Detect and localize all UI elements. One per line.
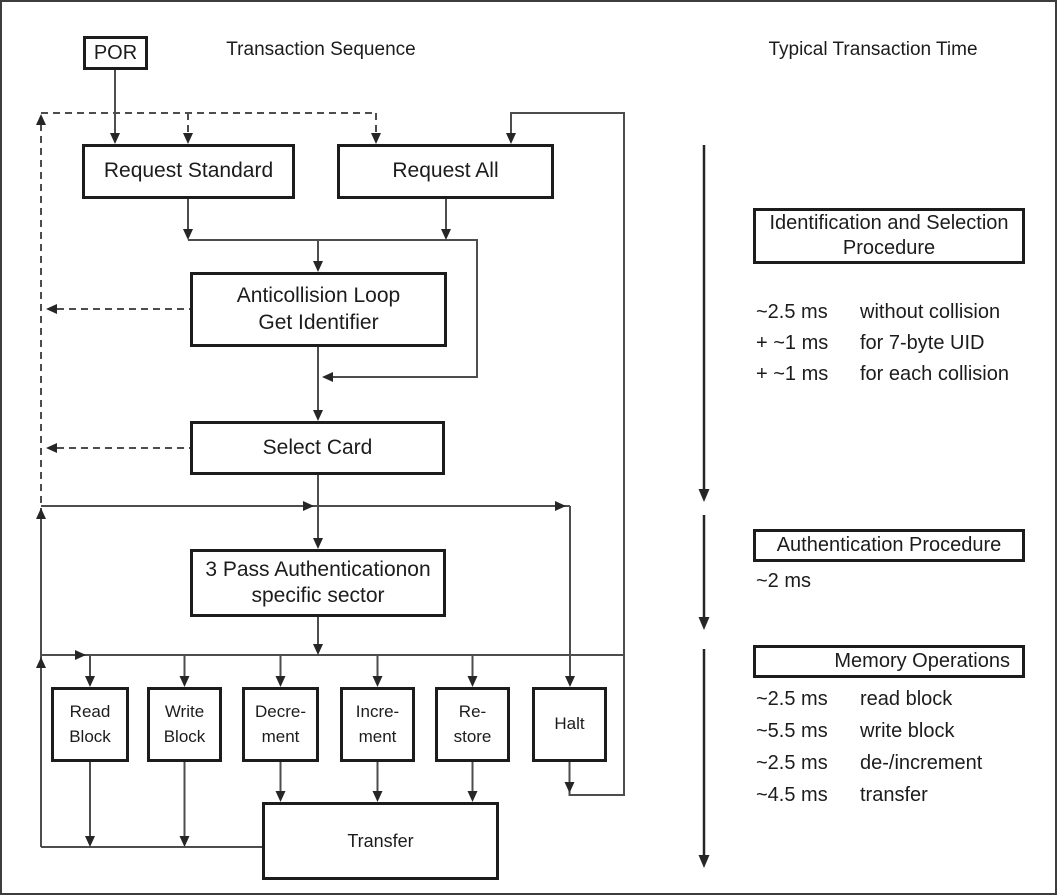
timing-authentication-title: Authentication Procedure [776,534,1002,556]
timing-identification-title-line1: Identification and Selection [769,212,1009,234]
arrowheads [36,114,710,868]
timing-label: for 7-byte UID [860,332,985,354]
node-increment-label-line2: ment [358,726,397,746]
node-decrement-label-line1: Decre- [254,701,306,721]
node-read-block-label-line1: Read [69,701,111,721]
node-request-all-label: Request All [392,159,499,183]
timing-row: + ~1 ms for each collision [756,363,1046,386]
node-read-block-label-line2: Block [69,726,111,746]
node-write-block-label-line2: Block [163,726,206,746]
node-read-block: Read Block [51,687,129,762]
dashed-connectors [40,112,377,505]
timing-row: ~4.5 ms transfer [756,784,1046,807]
node-request-standard-label: Request Standard [103,159,274,183]
timing-label: write block [860,720,955,742]
timing-value: ~2 ms [756,570,812,592]
node-increment: Incre- ment [340,687,415,762]
timing-identification-box: Identification and Selection Procedure [753,208,1025,264]
timing-value: ~5.5 ms [756,720,828,742]
timing-value: ~2.5 ms [756,301,828,323]
timing-label: de-/increment [860,752,983,774]
node-select-card-label: Select Card [262,435,373,459]
node-write-block-label-line1: Write [164,701,205,721]
timing-authentication-box: Authentication Procedure [753,529,1025,562]
node-anticollision-label-line2: Get Identifier [258,310,379,334]
timing-row: ~2.5 ms read block [756,688,1046,711]
node-halt-label: Halt [554,714,585,734]
node-transfer-label: Transfer [347,830,414,851]
right-column-title: Typical Transaction Time [768,39,978,60]
timing-identification-title-line2: Procedure [842,237,936,259]
timing-memory-box: Memory Operations [753,645,1025,678]
timing-label: without collision [860,301,1001,323]
timing-row: + ~1 ms for 7-byte UID [756,332,1046,355]
node-decrement: Decre- ment [242,687,319,762]
node-request-standard: Request Standard [82,144,295,199]
node-restore: Re- store [435,687,510,762]
timing-value: + ~1 ms [756,332,829,354]
node-por-label: POR [93,41,138,64]
node-increment-label-line1: Incre- [355,701,400,721]
node-select-card: Select Card [190,421,445,475]
timing-row: ~5.5 ms write block [756,720,1046,743]
left-column-title: Transaction Sequence [226,39,416,60]
node-write-block: Write Block [147,687,222,762]
node-por: POR [83,36,148,70]
timing-label: for each collision [860,363,1009,385]
node-decrement-label-line2: ment [261,726,300,746]
node-request-all: Request All [337,144,554,199]
timing-label: read block [860,688,953,710]
node-restore-label-line1: Re- [458,701,487,721]
timing-row: ~2.5 ms de-/increment [756,752,1046,775]
node-anticollision-label-line1: Anticollision Loop [236,284,401,308]
node-transfer: Transfer [262,802,499,880]
timing-row: ~2 ms [756,570,1046,593]
timing-row: ~2.5 ms without collision [756,301,1046,324]
timing-memory-title: Memory Operations [834,650,1010,672]
node-halt: Halt [532,687,607,762]
timing-value: ~4.5 ms [756,784,828,806]
timing-label: transfer [860,784,928,806]
timing-value: ~2.5 ms [756,688,828,710]
node-restore-label-line2: store [453,726,492,746]
timing-value: ~2.5 ms [756,752,828,774]
node-three-pass-label-line2: specific sector [251,584,385,607]
node-anticollision-loop: Anticollision Loop Get Identifier [190,272,447,347]
node-three-pass-label-line1: 3 Pass Authenticationon [205,557,431,581]
timing-value: + ~1 ms [756,363,829,385]
node-three-pass-authentication: 3 Pass Authenticationon specific sector [190,549,446,617]
